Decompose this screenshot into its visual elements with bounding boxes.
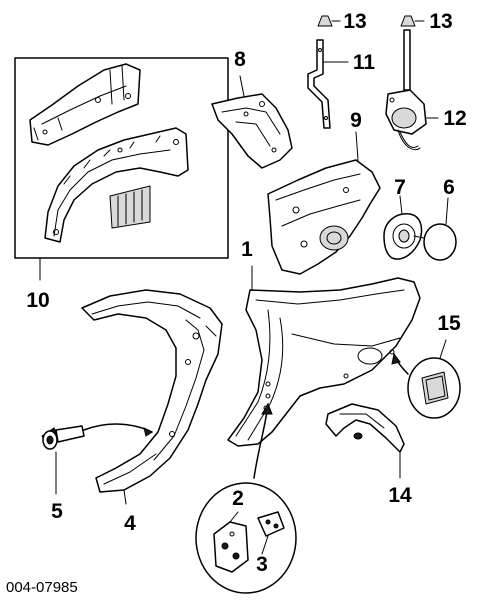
callout-14: 14 [388,484,412,507]
part-7-door-housing [383,195,423,260]
callout-13-right: 13 [429,10,452,33]
inset-box-part-10 [14,57,229,281]
part-2-latch-plate [213,521,249,573]
callout-5: 5 [51,500,63,523]
callout-6: 6 [443,176,455,199]
callout-11: 11 [353,51,376,74]
callout-3: 3 [256,553,268,576]
part-4-sill-panel [81,289,223,505]
part-3-small-plate [257,511,285,537]
part-13-cap-right [400,15,425,27]
callout-2: 2 [232,487,244,510]
callout-8: 8 [234,48,246,71]
callout-7: 7 [394,176,406,199]
part-9-filler-housing [267,131,381,275]
part-15-boot [391,339,461,419]
detail-inset-parts-2-3 [195,482,297,594]
part-5-bolt [41,423,153,495]
callout-4: 4 [124,512,136,535]
figure-code: 004-07985 [6,579,78,596]
callout-1: 1 [241,238,253,261]
part-13-cap-left [317,15,341,27]
part-11-rod [307,39,349,129]
part-14-liner-bracket [325,403,405,479]
callout-13-left: 13 [343,10,366,33]
part-12-actuator [385,29,439,151]
detail-arrow [253,402,273,479]
part-10-wheelhouse-arch [44,127,189,243]
callout-10: 10 [26,289,49,312]
callout-12: 12 [443,107,466,130]
callout-9: 9 [350,109,362,132]
part-1-quarter-panel [227,265,421,447]
part-6-fuel-door [413,197,457,261]
part-8-bracket [211,75,293,169]
part-10-upper-panel [29,63,141,146]
callout-15: 15 [437,312,461,335]
